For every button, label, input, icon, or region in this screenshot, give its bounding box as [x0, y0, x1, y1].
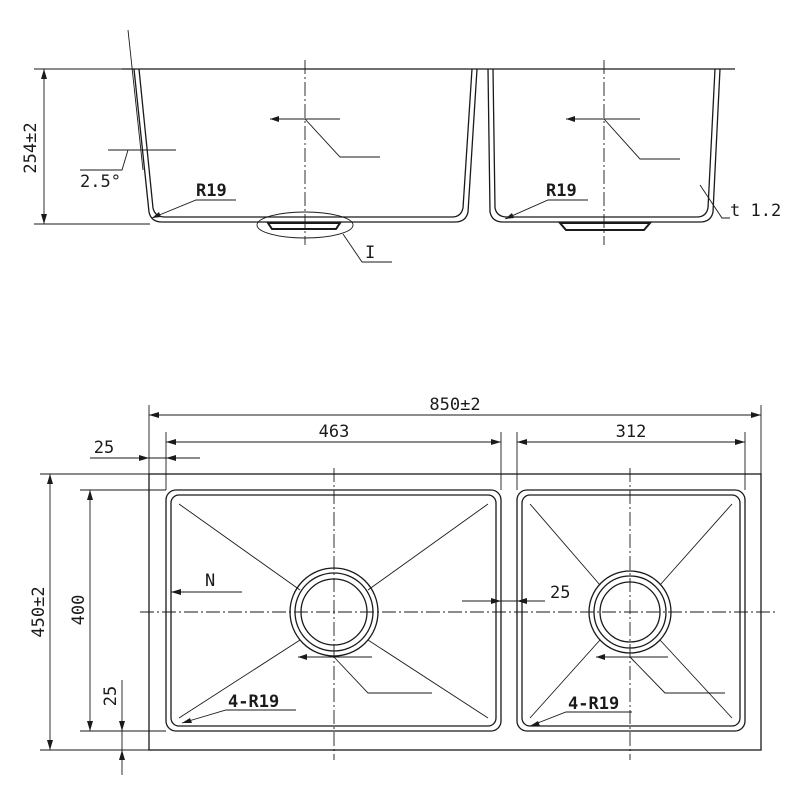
divider-label: 25: [550, 583, 570, 603]
right-drain-body: [557, 222, 653, 231]
thickness-label: t 1.2: [730, 201, 781, 221]
section-label: N: [205, 571, 215, 591]
right-drainage-line-tl: [529, 503, 601, 586]
left-corner-radius-label: 4-R19: [228, 692, 279, 712]
overall-width-label: 850±2: [429, 395, 480, 415]
left-radius-arrow: [152, 212, 161, 218]
detail-leader: [342, 233, 392, 263]
right-drain-leader: [629, 656, 725, 694]
left-offset-arrow-right: [166, 455, 176, 461]
bottom-offset-arrow-bottom: [119, 750, 125, 760]
overall-width-arrow-left: [149, 412, 159, 418]
bowl-depth-label: 400: [69, 595, 89, 626]
right-bowl-outer: [516, 489, 746, 732]
left-bowl-inner-profile: [138, 68, 473, 218]
bowl-depth-arrow-top: [87, 490, 93, 500]
right-bowl-width-arrow-left: [517, 439, 527, 445]
right-bowl-width-label: 312: [616, 422, 647, 442]
left-offset-label: 25: [94, 438, 114, 458]
top-plan-view: 850±2 463 312 25 450±2 400: [29, 395, 775, 775]
left-radius-leader: [151, 199, 236, 219]
left-center-marker-arrow: [270, 116, 279, 122]
bottom-offset-label: 25: [101, 686, 121, 706]
left-bowl-inner: [170, 494, 497, 727]
left-center-leader: [304, 118, 380, 158]
overall-depth-arrow-top: [47, 474, 53, 484]
left-drainage-line-bl: [178, 639, 301, 719]
right-drainage-line-br: [659, 639, 733, 719]
height-arrow-bottom: [41, 214, 47, 224]
right-corner-radius-leader: [529, 711, 632, 727]
overall-depth-arrow-bottom: [47, 740, 53, 750]
left-corner-radius-leader: [181, 709, 296, 724]
divider-arrow-right: [517, 598, 527, 604]
right-center-leader: [603, 118, 680, 160]
left-corner-radius-arrow: [182, 718, 192, 723]
left-radius-label: R19: [196, 181, 227, 201]
left-drainage-line-tl: [178, 503, 301, 591]
left-drainage-line-tr: [367, 503, 489, 591]
angle-label: 2.5°: [80, 172, 121, 192]
right-bowl-inner: [521, 494, 741, 727]
left-drain-leader: [333, 656, 432, 694]
height-arrow-top: [41, 69, 47, 79]
right-drainage-line-bl: [529, 639, 601, 719]
divider-arrow-left: [491, 598, 501, 604]
overall-width-arrow-right: [751, 412, 761, 418]
overall-depth-label: 450±2: [29, 586, 49, 637]
right-radius-leader: [504, 199, 588, 220]
left-bowl-outer: [165, 489, 502, 732]
angle-reference-line: [127, 29, 144, 171]
right-drainage-line-tr: [659, 503, 733, 586]
right-corner-radius-arrow: [530, 721, 540, 726]
right-bowl-width-arrow-right: [735, 439, 745, 445]
left-bowl-width-label: 463: [319, 422, 350, 442]
right-radius-label: R19: [546, 181, 577, 201]
thickness-leader: [699, 184, 730, 219]
right-center-marker-arrow: [566, 116, 575, 122]
left-drainage-line-br: [367, 639, 489, 719]
bottom-offset-arrow-top: [119, 721, 125, 731]
height-dimension-label: 254±2: [21, 122, 41, 173]
bowl-depth-arrow-bottom: [87, 721, 93, 731]
left-bowl-width-arrow-left: [166, 439, 176, 445]
left-offset-arrow-left: [139, 455, 149, 461]
right-radius-arrow: [505, 213, 514, 219]
left-bowl-width-arrow-right: [491, 439, 501, 445]
detail-label: I: [365, 243, 375, 263]
right-bowl-inner-profile: [492, 68, 716, 218]
side-section-view: 254±2 2.5° R19 R19 t 1.2 I: [21, 29, 781, 263]
right-corner-radius-label: 4-R19: [568, 694, 619, 714]
right-drain-marker-arrow: [596, 654, 605, 660]
angle-leader: [80, 149, 129, 171]
left-bowl-outer-profile: [133, 68, 478, 223]
left-drain-marker-arrow: [298, 654, 307, 660]
left-drain-body: [266, 222, 342, 230]
section-marker-arrow: [171, 589, 181, 595]
